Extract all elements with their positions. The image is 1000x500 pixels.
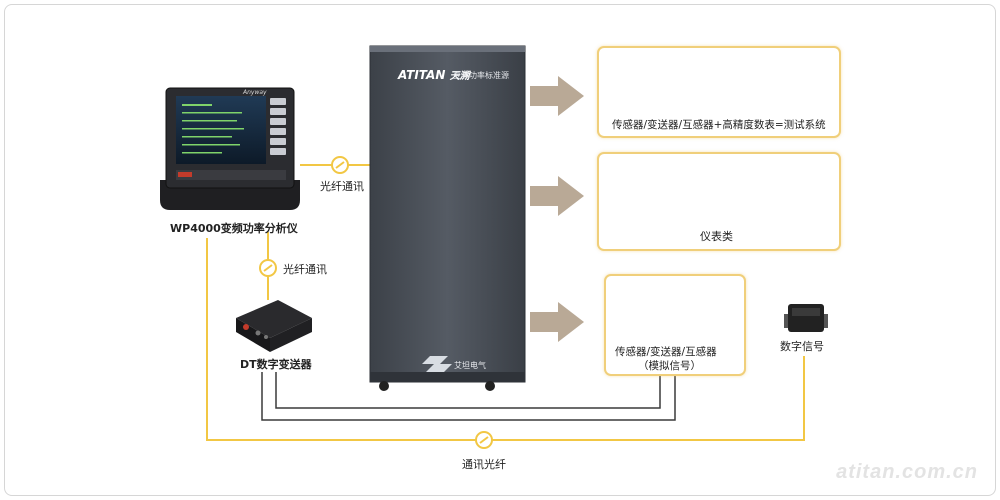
signal-line-inner: [275, 372, 661, 409]
cabinet-brand-en: ATITAN: [398, 68, 446, 82]
standard-source-cabinet-icon: [369, 45, 526, 391]
signal-line-outer: [261, 372, 676, 421]
box-3-caption: 传感器/变送器/互感器: [615, 346, 717, 358]
cabinet-title: 变频功率标准源: [453, 71, 509, 80]
watermark: atitan.com.cn: [836, 461, 978, 483]
output-box-2: [597, 152, 841, 251]
cabinet-footer: 艾坦电气: [454, 361, 486, 370]
digital-transmitter-icon: [236, 300, 312, 352]
box-3-caption-2: （模拟信号）: [638, 360, 701, 372]
fiber-bottom-label: 通讯光纤: [462, 458, 506, 471]
arrow-to-box-1: [530, 76, 584, 116]
cabinet-brand-cn: 天溯: [449, 71, 470, 82]
fiber-connector-icon: [331, 156, 349, 174]
box-2-caption: 仪表类: [700, 230, 733, 243]
digital-sensor-icon: [784, 304, 828, 332]
fiber-mid-label: 光纤通讯: [283, 263, 327, 276]
arrow-to-box-2: [530, 176, 584, 216]
analyzer-label: WP4000变频功率分析仪: [170, 222, 298, 235]
fiber-line-bottom: [206, 238, 805, 441]
transmitter-label: DT数字变送器: [240, 358, 312, 371]
fiber-top-label: 光纤通讯: [320, 180, 364, 193]
fiber-connector-icon: [259, 259, 277, 277]
analyzer-brand: Anyway: [243, 89, 267, 96]
digital-signal-label: 数字信号: [780, 340, 824, 353]
output-box-1: [597, 46, 841, 138]
fiber-connector-icon: [475, 431, 493, 449]
cabinet-brand: ATITAN 天溯: [398, 67, 470, 82]
box-1-caption: 传感器/变送器/互感器+高精度数表=测试系统: [612, 119, 826, 131]
power-analyzer-icon: [160, 87, 300, 210]
arrow-to-box-3: [530, 302, 584, 342]
output-box-3: [604, 274, 746, 376]
